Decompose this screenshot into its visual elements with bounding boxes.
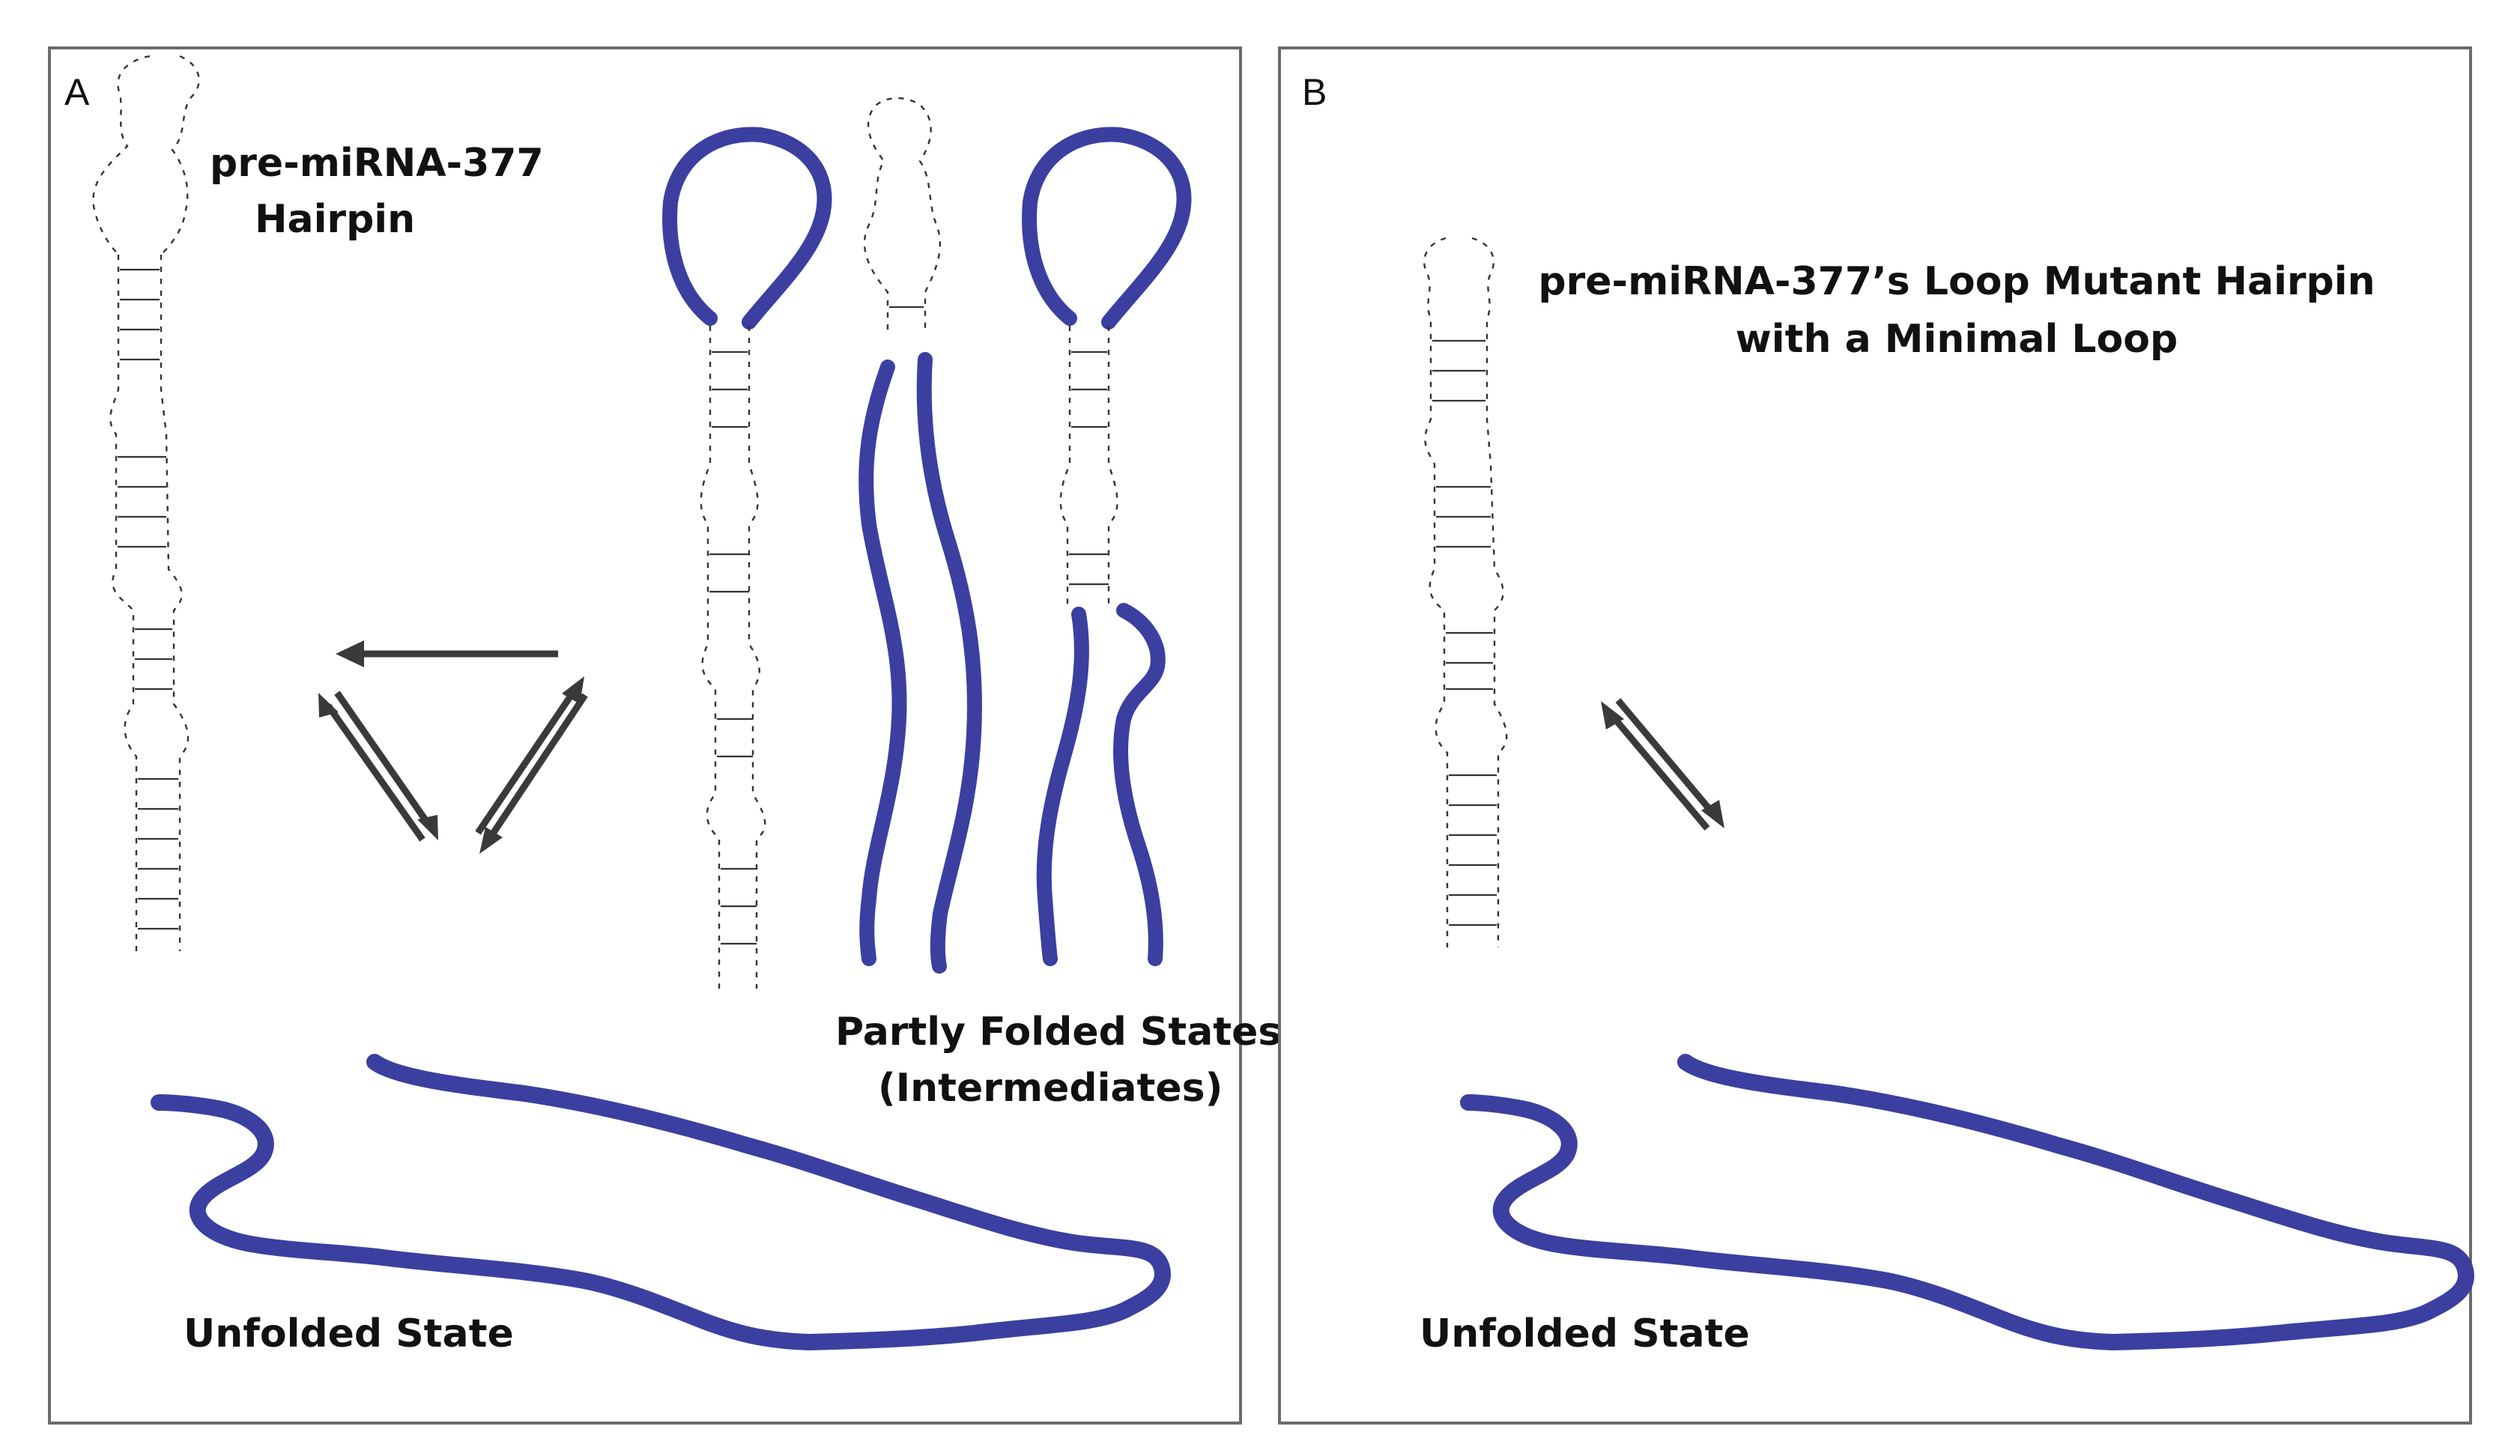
intermediates-label-line1: Partly Folded States — [835, 1010, 1281, 1055]
unfolded-label-a: Unfolded State — [184, 1311, 514, 1356]
equilibrium-arrows-hairpin-unfolded — [318, 691, 438, 842]
panel-a-frame — [48, 46, 1242, 1425]
unfolded-chain-b — [1460, 1054, 2474, 1350]
panel-a-letter: A — [64, 71, 90, 113]
hairpin-title-line1: pre-miRNA-377 — [210, 141, 544, 186]
panel-b: B pre-miRNA-377’s Loop Mutant Hairpin wi… — [1278, 46, 2474, 1425]
intermediate-state-2 — [858, 97, 982, 974]
mutant-hairpin-structure — [1423, 237, 1508, 949]
intermediate-state-3 — [1022, 127, 1192, 966]
unfolded-chain-a — [151, 1054, 1171, 1350]
native-hairpin-structure — [92, 55, 200, 953]
panel-a: A pre-miRNA-377 Hairpin — [48, 46, 1281, 1425]
equilibrium-arrows-mutant — [1601, 698, 1724, 831]
mutant-hairpin-title-line2: with a Minimal Loop — [1736, 317, 2178, 362]
intermediates-label-line2: (Intermediates) — [878, 1066, 1223, 1111]
panel-b-frame — [1278, 46, 2472, 1425]
equilibrium-arrows-unfolded-intermediate — [475, 676, 588, 854]
unfolded-label-b: Unfolded State — [1420, 1311, 1750, 1356]
arrow-intermediate-to-hairpin — [336, 640, 558, 667]
panel-b-letter: B — [1302, 71, 1327, 113]
hairpin-title-line2: Hairpin — [255, 197, 415, 242]
intermediate-state-1 — [662, 127, 832, 989]
mutant-hairpin-title-line1: pre-miRNA-377’s Loop Mutant Hairpin — [1538, 259, 2375, 304]
